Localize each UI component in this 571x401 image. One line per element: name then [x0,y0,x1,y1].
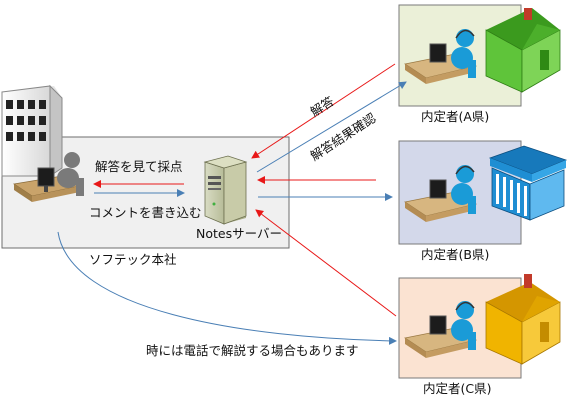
office-building-icon [1,84,63,177]
label-person-c: 内定者(C県) [423,381,491,396]
person-b-icon [403,165,478,222]
house-c-icon [485,274,561,365]
label-server: Notesサーバー [196,226,282,241]
person-a-icon [403,29,478,84]
label-phone: 時には電話で解説する場合もあります [146,343,359,358]
label-person-b: 内定者(B県) [421,247,489,262]
label-person-a: 内定者(A県) [421,109,489,124]
arrow-answer-a [251,63,396,159]
label-result: 解答結果確認 [307,110,378,164]
arrow-answer-c [255,209,397,317]
arrow-result-a [256,81,407,173]
label-comment: コメントを書き込む [89,205,202,220]
notes-server-icon [203,155,248,225]
building-b-icon [488,145,568,221]
hq-staff-icon [12,152,84,202]
label-hq: ソフテック本社 [89,252,177,267]
house-a-icon [485,8,561,93]
arrow-phone-c [57,231,397,345]
person-c-icon [403,301,478,358]
label-review: 解答を見て採点 [95,159,183,174]
label-answer: 解答 [307,93,337,119]
